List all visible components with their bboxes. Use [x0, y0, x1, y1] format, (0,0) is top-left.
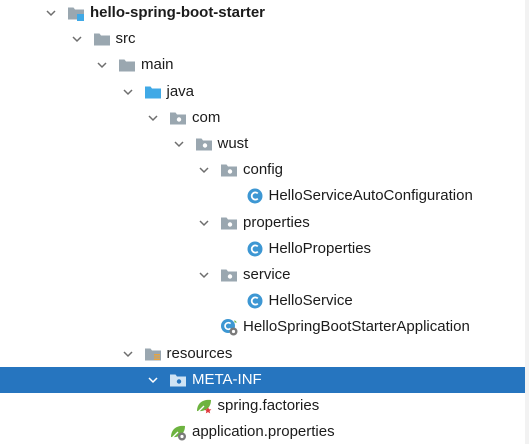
chevron-down-icon[interactable]: [146, 373, 160, 387]
tree-node-label: wust: [217, 135, 249, 152]
tree-node-label: properties: [243, 213, 310, 231]
scrollbar[interactable]: [525, 0, 529, 444]
tree-node-label: com: [192, 108, 221, 126]
package-icon: [220, 266, 238, 284]
tree-node-label: hello-spring-boot-starter: [90, 4, 265, 21]
tree-node-label: HelloServiceAutoConfiguration: [268, 187, 473, 205]
chevron-down-icon[interactable]: [197, 163, 211, 177]
tree-node-label: HelloSpringBootStarterApplication: [243, 318, 470, 336]
tree-node-label: src: [115, 30, 136, 48]
tree-node[interactable]: service: [0, 262, 525, 288]
tree-node[interactable]: main: [0, 52, 525, 78]
tree-node[interactable]: hello-spring-boot-starter: [0, 0, 525, 26]
class-icon: [246, 240, 264, 258]
tree-node-label: java: [166, 82, 195, 100]
spring-factories-icon: [195, 397, 213, 415]
package-icon: [169, 109, 187, 127]
tree-node[interactable]: src: [0, 26, 525, 52]
tree-node[interactable]: resources: [0, 341, 525, 367]
chevron-down-icon[interactable]: [172, 137, 186, 151]
chevron-down-icon[interactable]: [95, 58, 109, 72]
class-icon: [246, 187, 264, 205]
package-icon: [220, 214, 238, 232]
module-icon: [67, 4, 85, 22]
source-folder-icon: [144, 83, 162, 101]
tree-node-label: spring.factories: [217, 397, 320, 414]
chevron-down-icon[interactable]: [146, 111, 160, 125]
folder-icon: [118, 56, 136, 74]
tree-node[interactable]: HelloProperties: [0, 236, 525, 262]
tree-node[interactable]: HelloServiceAutoConfiguration: [0, 183, 525, 209]
chevron-down-icon[interactable]: [197, 216, 211, 230]
tree-node[interactable]: application.properties: [0, 419, 525, 445]
package-icon: [220, 161, 238, 179]
tree-node-label: HelloService: [268, 292, 353, 310]
tree-node-label: resources: [166, 344, 233, 362]
tree-node[interactable]: META-INF: [0, 366, 525, 393]
chevron-down-icon[interactable]: [121, 85, 135, 99]
tree-node[interactable]: config: [0, 157, 525, 183]
tree-node[interactable]: HelloService: [0, 288, 525, 314]
tree-node-label: application.properties: [192, 423, 335, 441]
chevron-down-icon[interactable]: [44, 6, 58, 20]
tree-node[interactable]: HelloSpringBootStarterApplication: [0, 314, 525, 340]
spring-properties-icon: [169, 423, 187, 441]
tree-node[interactable]: wust: [0, 131, 525, 157]
chevron-down-icon[interactable]: [197, 268, 211, 282]
folder-icon: [93, 30, 111, 48]
tree-node-label: META-INF: [192, 370, 262, 388]
tree-node-label: config: [243, 161, 284, 179]
class-icon: [246, 292, 264, 310]
tree-node-label: service: [243, 266, 291, 283]
tree-node[interactable]: spring.factories: [0, 393, 525, 419]
package-icon: [195, 135, 213, 153]
resources-folder-icon: [144, 345, 162, 363]
tree-node[interactable]: com: [0, 105, 525, 131]
chevron-down-icon[interactable]: [70, 32, 84, 46]
spring-boot-class-icon: [220, 318, 238, 336]
chevron-down-icon[interactable]: [121, 347, 135, 361]
tree-node-label: HelloProperties: [268, 239, 372, 257]
tree-node[interactable]: properties: [0, 210, 525, 236]
tree-node[interactable]: java: [0, 79, 525, 105]
tree-node-label: main: [141, 56, 174, 74]
package-icon: [169, 371, 187, 389]
